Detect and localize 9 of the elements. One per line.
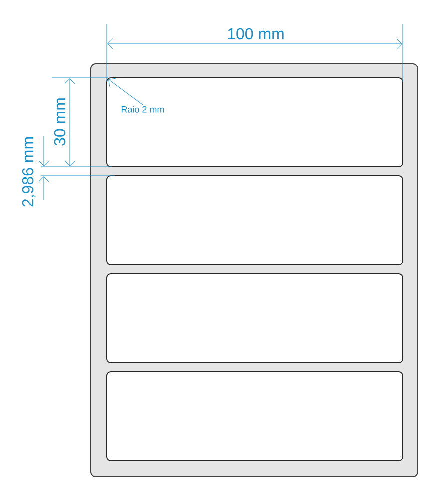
label bbox=[106, 274, 404, 364]
dimension-label: 100 mm bbox=[228, 28, 284, 40]
label bbox=[106, 78, 404, 168]
label bbox=[106, 372, 404, 462]
dimension-label: 2,986 mm bbox=[22, 138, 36, 207]
label bbox=[106, 176, 404, 266]
leader-line bbox=[108, 78, 144, 106]
radius-note: Raio 2 mm bbox=[122, 106, 164, 113]
dimension-label: 30 mm bbox=[54, 98, 66, 146]
